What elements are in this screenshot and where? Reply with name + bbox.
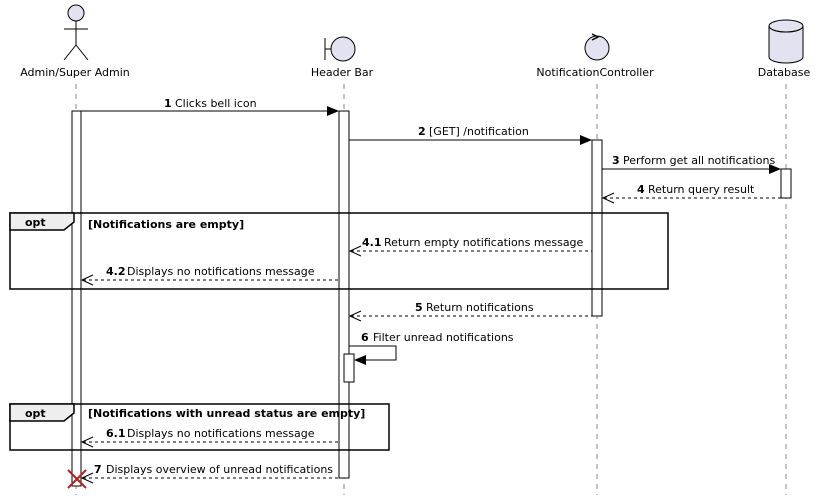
message-2: 2 [GET] /notification	[349, 125, 592, 145]
fragment-frame	[9, 403, 390, 451]
fragment-opt-2: opt [Notifications with unread status ar…	[9, 403, 390, 451]
message-label: Return empty notifications message	[384, 236, 584, 249]
message-number: 6	[361, 331, 369, 344]
control-icon	[584, 33, 610, 61]
fragment-frame	[9, 212, 669, 290]
message-6-1: 6.1 Displays no notifications message	[80, 427, 339, 448]
participant-label-database: Database	[758, 66, 811, 79]
message-number: 5	[415, 301, 423, 314]
fragment-operator: opt	[25, 407, 46, 420]
message-number: 4.2	[106, 265, 126, 278]
arrowhead-open	[80, 274, 94, 286]
message-number: 7	[94, 463, 102, 476]
fragment-guard: [Notifications are empty]	[88, 218, 244, 231]
fragment-guard: [Notifications with unread status are em…	[88, 407, 365, 420]
message-number: 6.1	[106, 427, 126, 440]
participant-label-admin: Admin/Super Admin	[20, 66, 130, 79]
arrowhead-filled	[354, 355, 366, 365]
activation-header-bar	[338, 110, 350, 479]
arrowhead-filled	[580, 135, 592, 145]
message-4-2: 4.2 Displays no notifications message	[80, 265, 339, 286]
participant-database: Database	[758, 19, 811, 79]
participant-header-bar: Header Bar	[311, 36, 374, 79]
message-number: 2	[418, 125, 426, 138]
message-label: Displays no notifications message	[127, 265, 315, 278]
participant-label-header-bar: Header Bar	[311, 66, 374, 79]
participant-admin: Admin/Super Admin	[20, 4, 130, 79]
actor-icon	[63, 4, 89, 61]
message-label: Clicks bell icon	[175, 97, 257, 110]
boundary-icon	[324, 36, 356, 62]
message-6: 6 Filter unread notifications	[349, 331, 514, 365]
arrowhead-open	[80, 472, 94, 484]
fragment-opt-1: opt [Notifications are empty]	[9, 212, 669, 290]
message-1: 1 Clicks bell icon	[81, 97, 339, 116]
activation-controller	[591, 139, 603, 317]
message-5: 5 Return notifications	[348, 301, 592, 322]
participant-controller: NotificationController	[536, 33, 654, 79]
message-number: 4.1	[362, 236, 382, 249]
message-label: Filter unread notifications	[373, 331, 514, 344]
fragment-operator: opt	[25, 216, 46, 229]
arrowhead-filled	[769, 164, 781, 174]
message-label: Return notifications	[426, 301, 534, 314]
destroy-icon	[67, 469, 87, 489]
activation-header-bar-self	[343, 353, 355, 383]
message-number: 3	[612, 154, 620, 167]
participant-label-controller: NotificationController	[536, 66, 654, 79]
arrowhead-filled	[327, 106, 339, 116]
message-3: 3 Perform get all notifications	[602, 154, 781, 174]
arrowhead-open	[348, 310, 362, 322]
message-number: 1	[164, 97, 172, 110]
arrowhead-open	[80, 436, 94, 448]
arrowhead-open	[601, 192, 615, 204]
message-4-1: 4.1 Return empty notifications message	[348, 236, 592, 257]
message-7: 7 Displays overview of unread notificati…	[80, 463, 339, 484]
fragment-tab	[9, 403, 75, 422]
message-label: Displays no notifications message	[127, 427, 315, 440]
message-label: [GET] /notification	[429, 125, 529, 138]
fragment-tab	[9, 212, 75, 231]
activation-admin	[71, 110, 82, 487]
message-number: 4	[637, 183, 645, 196]
message-4: 4 Return query result	[601, 183, 781, 204]
message-label: Return query result	[648, 183, 755, 196]
activation-database	[780, 168, 792, 199]
message-label: Perform get all notifications	[623, 154, 775, 167]
message-label: Displays overview of unread notification…	[106, 463, 333, 476]
database-icon	[768, 19, 804, 64]
arrowhead-open	[348, 245, 362, 257]
